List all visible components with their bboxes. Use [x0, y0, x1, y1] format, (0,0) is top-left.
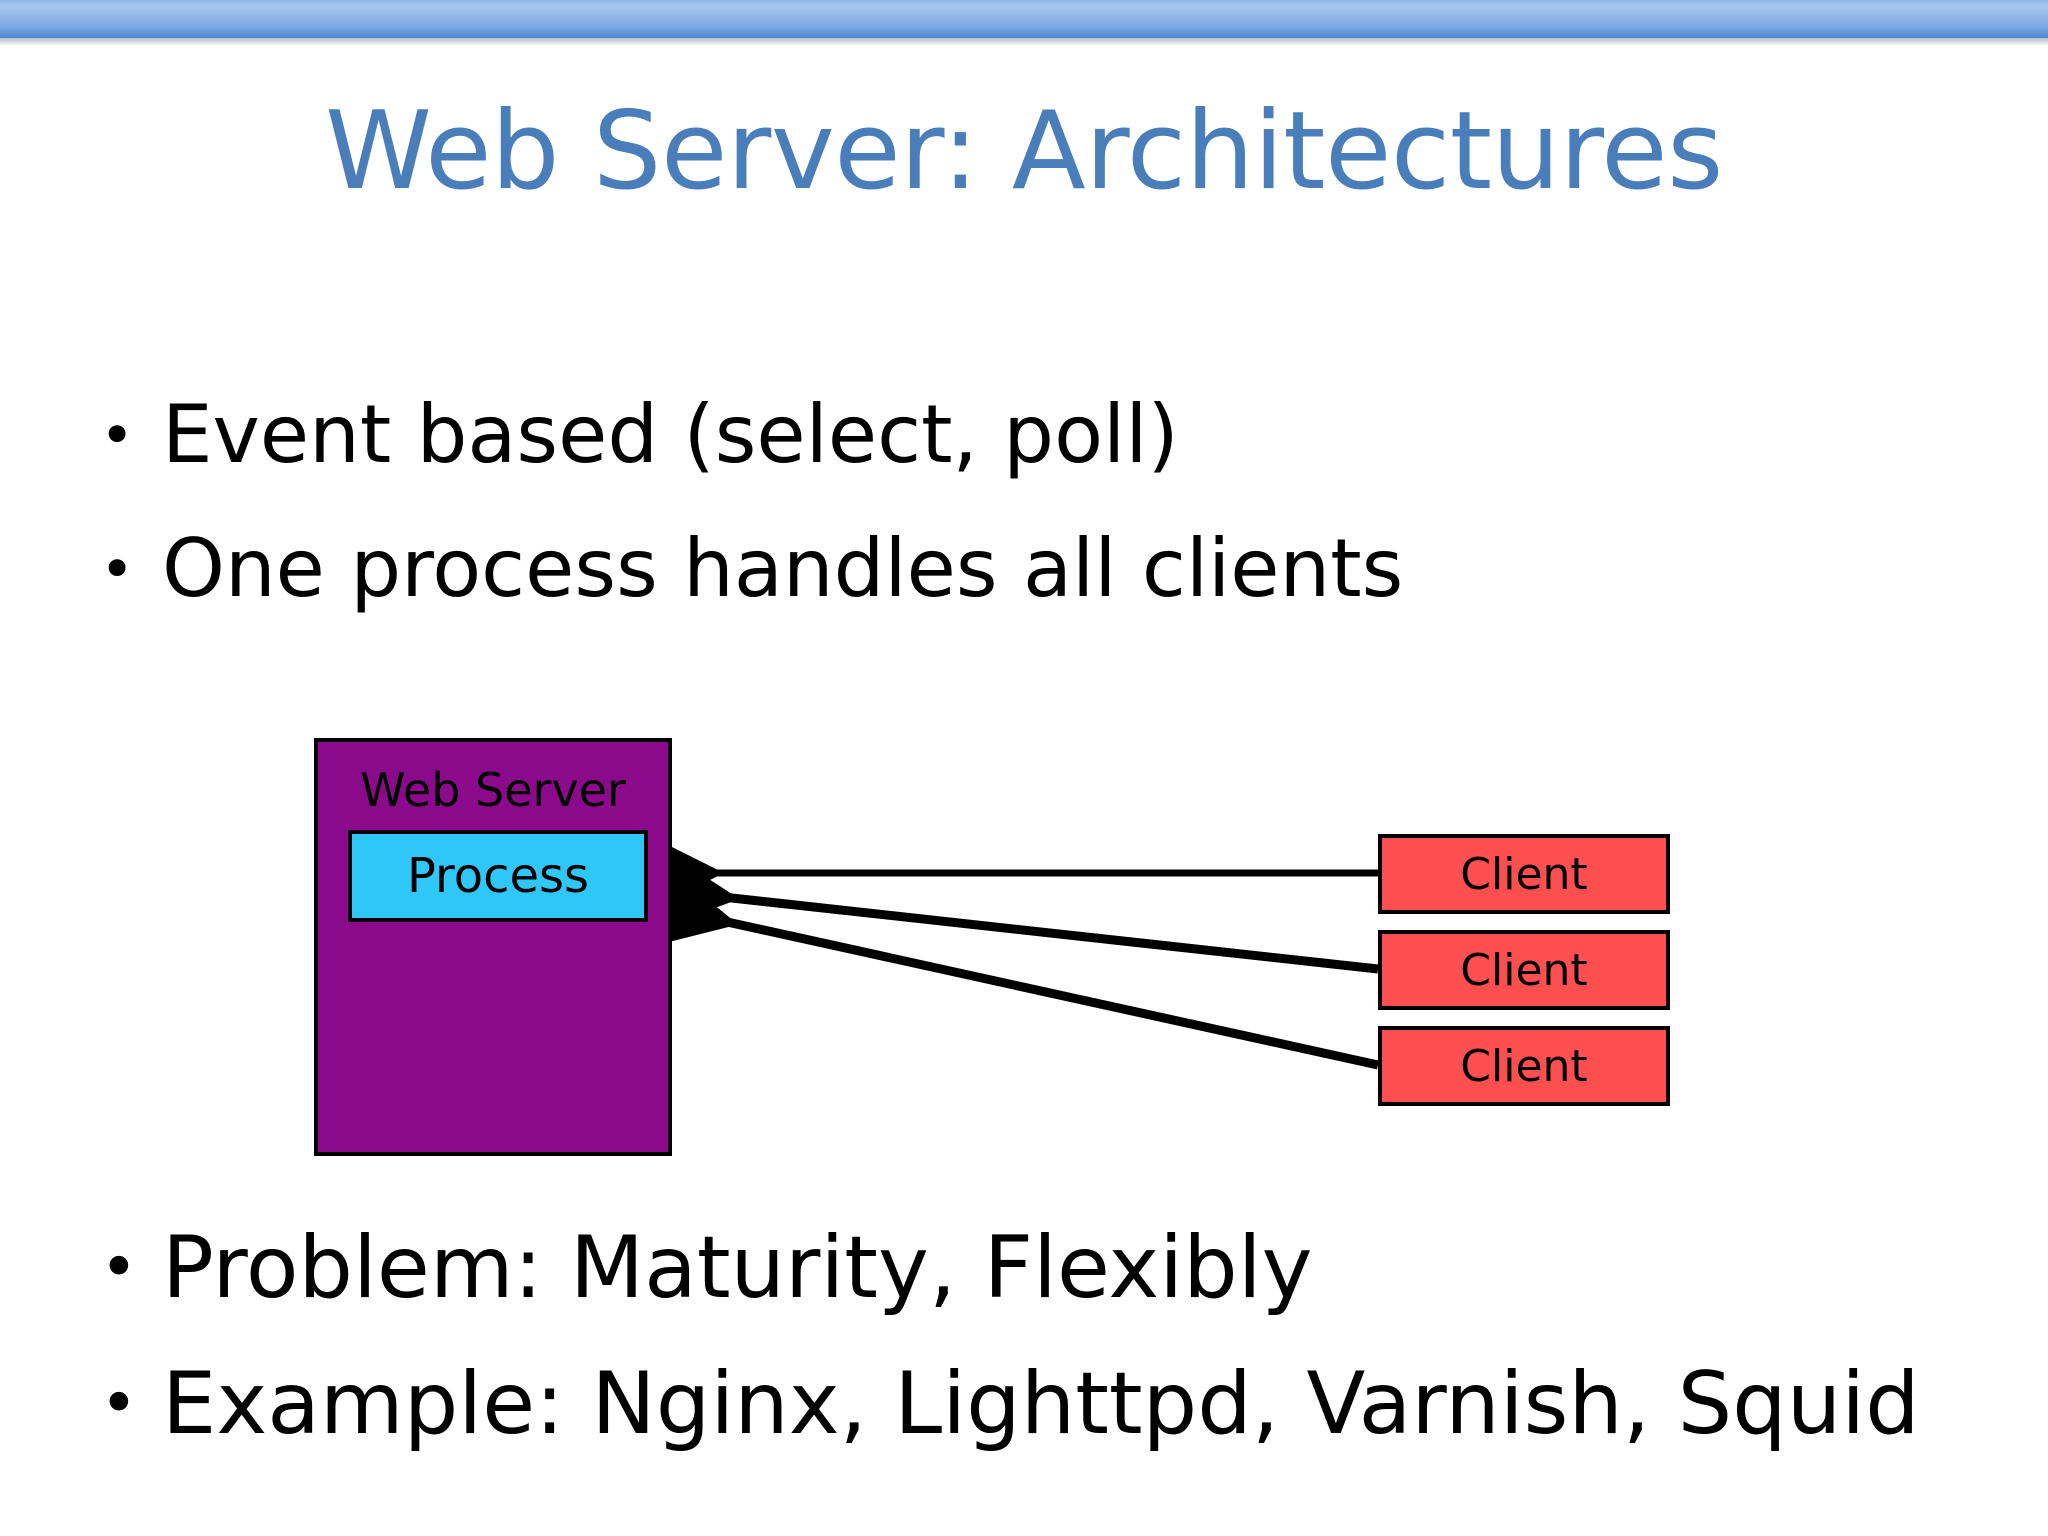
top-decorative-band — [0, 0, 2048, 38]
page-title: Web Server: Architectures — [325, 89, 1723, 214]
client-box-2: Client — [1378, 930, 1670, 1010]
bullet-dot-icon: • — [100, 535, 135, 603]
bullet-text: One process handles all clients — [162, 522, 1404, 615]
list-item: • Example: Nginx, Lighttpd, Varnish, Squ… — [100, 1336, 1980, 1472]
bullet-dot-icon: • — [100, 401, 135, 469]
bullet-text: Problem: Maturity, Flexibly — [162, 1218, 1313, 1318]
bullet-text: Example: Nginx, Lighttpd, Varnish, Squid — [162, 1354, 1920, 1454]
connector-client-3 — [650, 867, 1379, 1070]
web-server-box: Web Server — [314, 738, 672, 1156]
list-item: • Event based (select, poll) — [100, 368, 1980, 502]
list-item: • One process handles all clients — [100, 502, 1980, 636]
bullet-text: Event based (select, poll) — [162, 388, 1179, 481]
bullet-list-top: • Event based (select, poll) • One proce… — [100, 368, 1980, 636]
list-item: • Problem: Maturity, Flexibly — [100, 1200, 1980, 1336]
bullet-list-bottom: • Problem: Maturity, Flexibly • Example:… — [100, 1200, 1980, 1472]
process-box: Process — [348, 830, 648, 922]
top-band-shadow — [0, 38, 2048, 46]
client-box-3: Client — [1378, 1026, 1670, 1106]
connector-client-2 — [654, 849, 1379, 974]
bullet-dot-icon: • — [100, 1367, 138, 1441]
bullet-dot-icon: • — [100, 1231, 138, 1305]
web-server-label: Web Server — [360, 763, 626, 817]
client-box-1: Client — [1378, 834, 1670, 914]
